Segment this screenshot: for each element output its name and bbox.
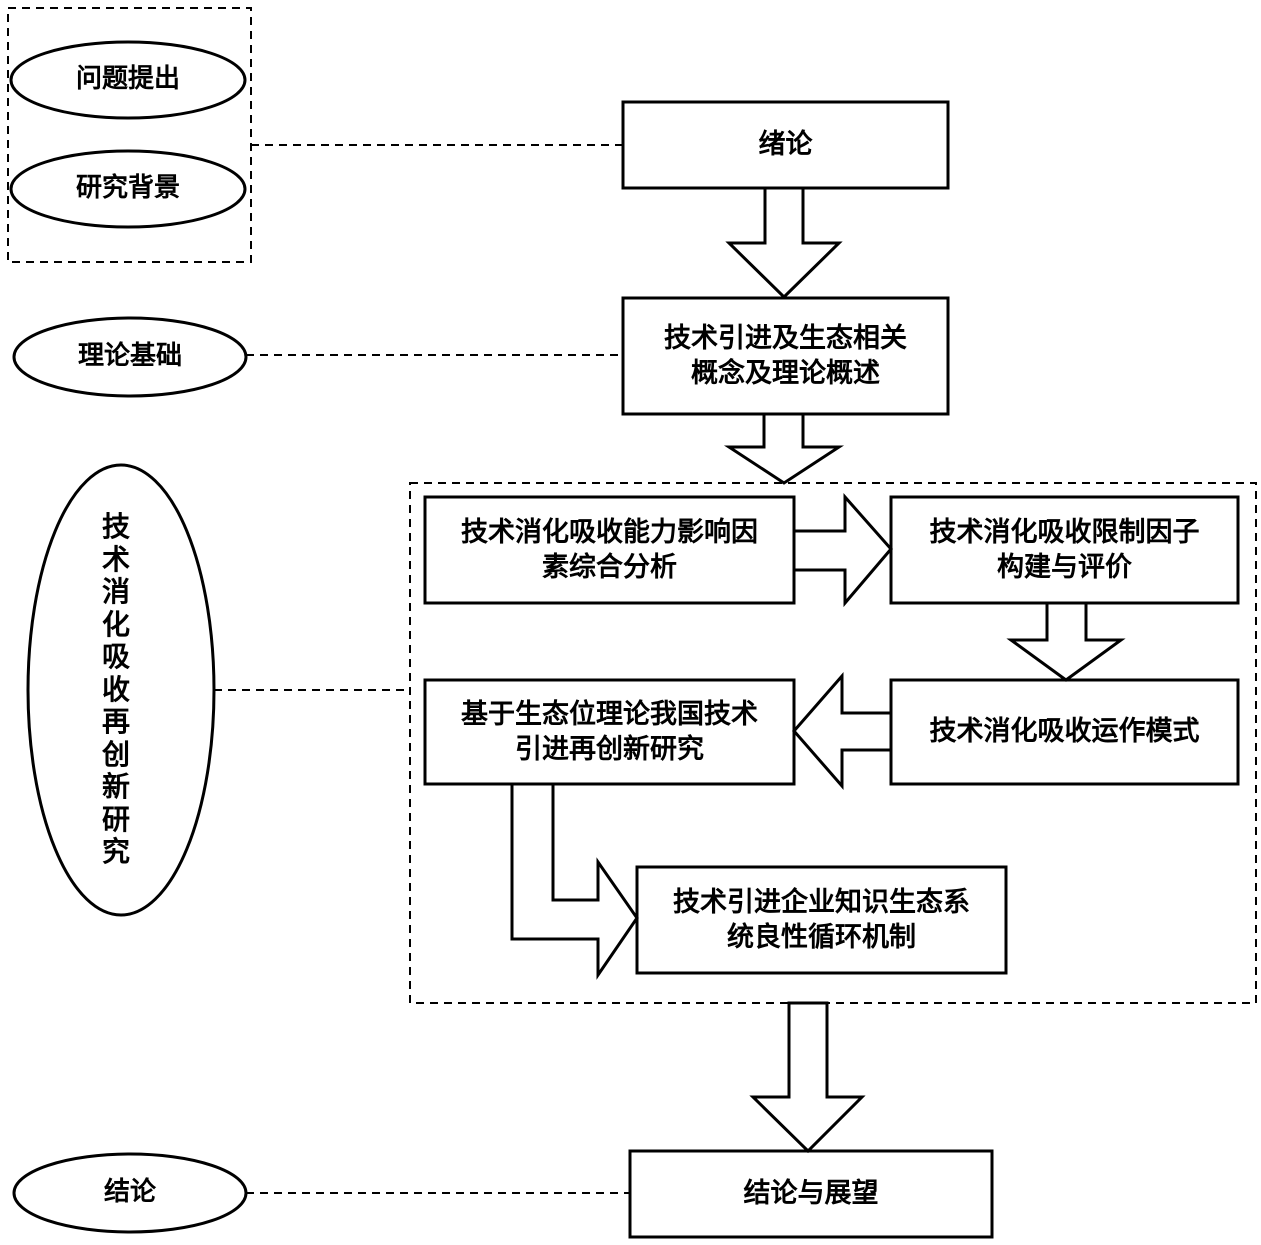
box-reinnovation-line: 引进再创新研究 <box>515 734 704 765</box>
research-char: 新 <box>101 770 130 804</box>
oval-problem <box>9 40 247 120</box>
arrow-limits-to-operation <box>1006 601 1126 682</box>
box-intro <box>621 100 950 190</box>
research-char: 化 <box>101 607 130 641</box>
research-char: 再 <box>101 705 130 739</box>
oval-background-label: 研究背景 <box>75 173 180 204</box>
oval-problem-label: 问题提出 <box>75 64 180 95</box>
box-limits-label: 技术消化吸收限制因子 构建与评价 <box>891 497 1238 603</box>
box-ecosystem-line: 技术引进企业知识生态系 <box>673 886 970 918</box>
arrow-reinnovation-to-ecosystem <box>510 782 639 980</box>
oval-conclusion-label: 结论 <box>103 1177 156 1208</box>
box-ecosystem-line: 统良性循环机制 <box>727 922 916 953</box>
box-intro-label: 绪论 <box>758 129 813 161</box>
arrow-operation-to-reinnovation <box>792 672 893 790</box>
arrow-intro-to-concepts <box>725 186 843 300</box>
research-char: 术 <box>101 542 130 576</box>
box-concepts-label: 技术引进及生态相关 概念及理论概述 <box>623 298 948 414</box>
box-factors-line: 素综合分析 <box>542 552 677 583</box>
box-ecosystem <box>635 865 1008 975</box>
box-limits-line: 技术消化吸收限制因子 <box>929 516 1200 548</box>
box-outlook-label: 结论与展望 <box>743 1178 879 1210</box>
box-concepts-line: 概念及理论概述 <box>691 358 880 389</box>
research-char: 吸 <box>101 640 130 674</box>
oval-research-label: 技 术 消 化 吸 收 再 创 新 研 究 <box>86 490 146 890</box>
box-factors-label: 技术消化吸收能力影响因 素综合分析 <box>425 497 794 603</box>
research-char: 创 <box>101 737 130 771</box>
research-group-frame <box>409 482 1257 1004</box>
oval-theory <box>12 316 248 398</box>
oval-conclusion <box>12 1152 248 1234</box>
box-limits-line: 构建与评价 <box>997 552 1132 583</box>
research-char: 消 <box>101 575 130 609</box>
arrow-concepts-to-research <box>723 412 845 485</box>
oval-background <box>9 149 247 229</box>
research-char: 究 <box>101 835 130 869</box>
research-char: 技 <box>101 510 130 544</box>
box-concepts-line: 技术引进及生态相关 <box>664 322 907 354</box>
research-char: 收 <box>101 672 130 706</box>
box-factors-line: 技术消化吸收能力影响因 <box>461 516 758 548</box>
oval-theory-label: 理论基础 <box>77 341 182 372</box>
box-factors <box>423 495 796 605</box>
intro-group-frame <box>7 7 252 263</box>
box-reinnovation-label: 基于生态位理论我国技术 引进再创新研究 <box>425 680 794 784</box>
box-operation-label: 技术消化吸收运作模式 <box>929 716 1200 748</box>
oval-research <box>26 463 216 917</box>
research-char: 研 <box>101 802 130 836</box>
arrow-research-to-outlook <box>749 1001 866 1154</box>
box-reinnovation-line: 基于生态位理论我国技术 <box>461 698 758 730</box>
box-limits <box>889 495 1240 605</box>
arrow-factors-to-limits <box>792 493 893 608</box>
box-outlook <box>628 1149 994 1239</box>
box-concepts <box>621 296 950 416</box>
box-ecosystem-label: 技术引进企业知识生态系 统良性循环机制 <box>637 867 1006 973</box>
